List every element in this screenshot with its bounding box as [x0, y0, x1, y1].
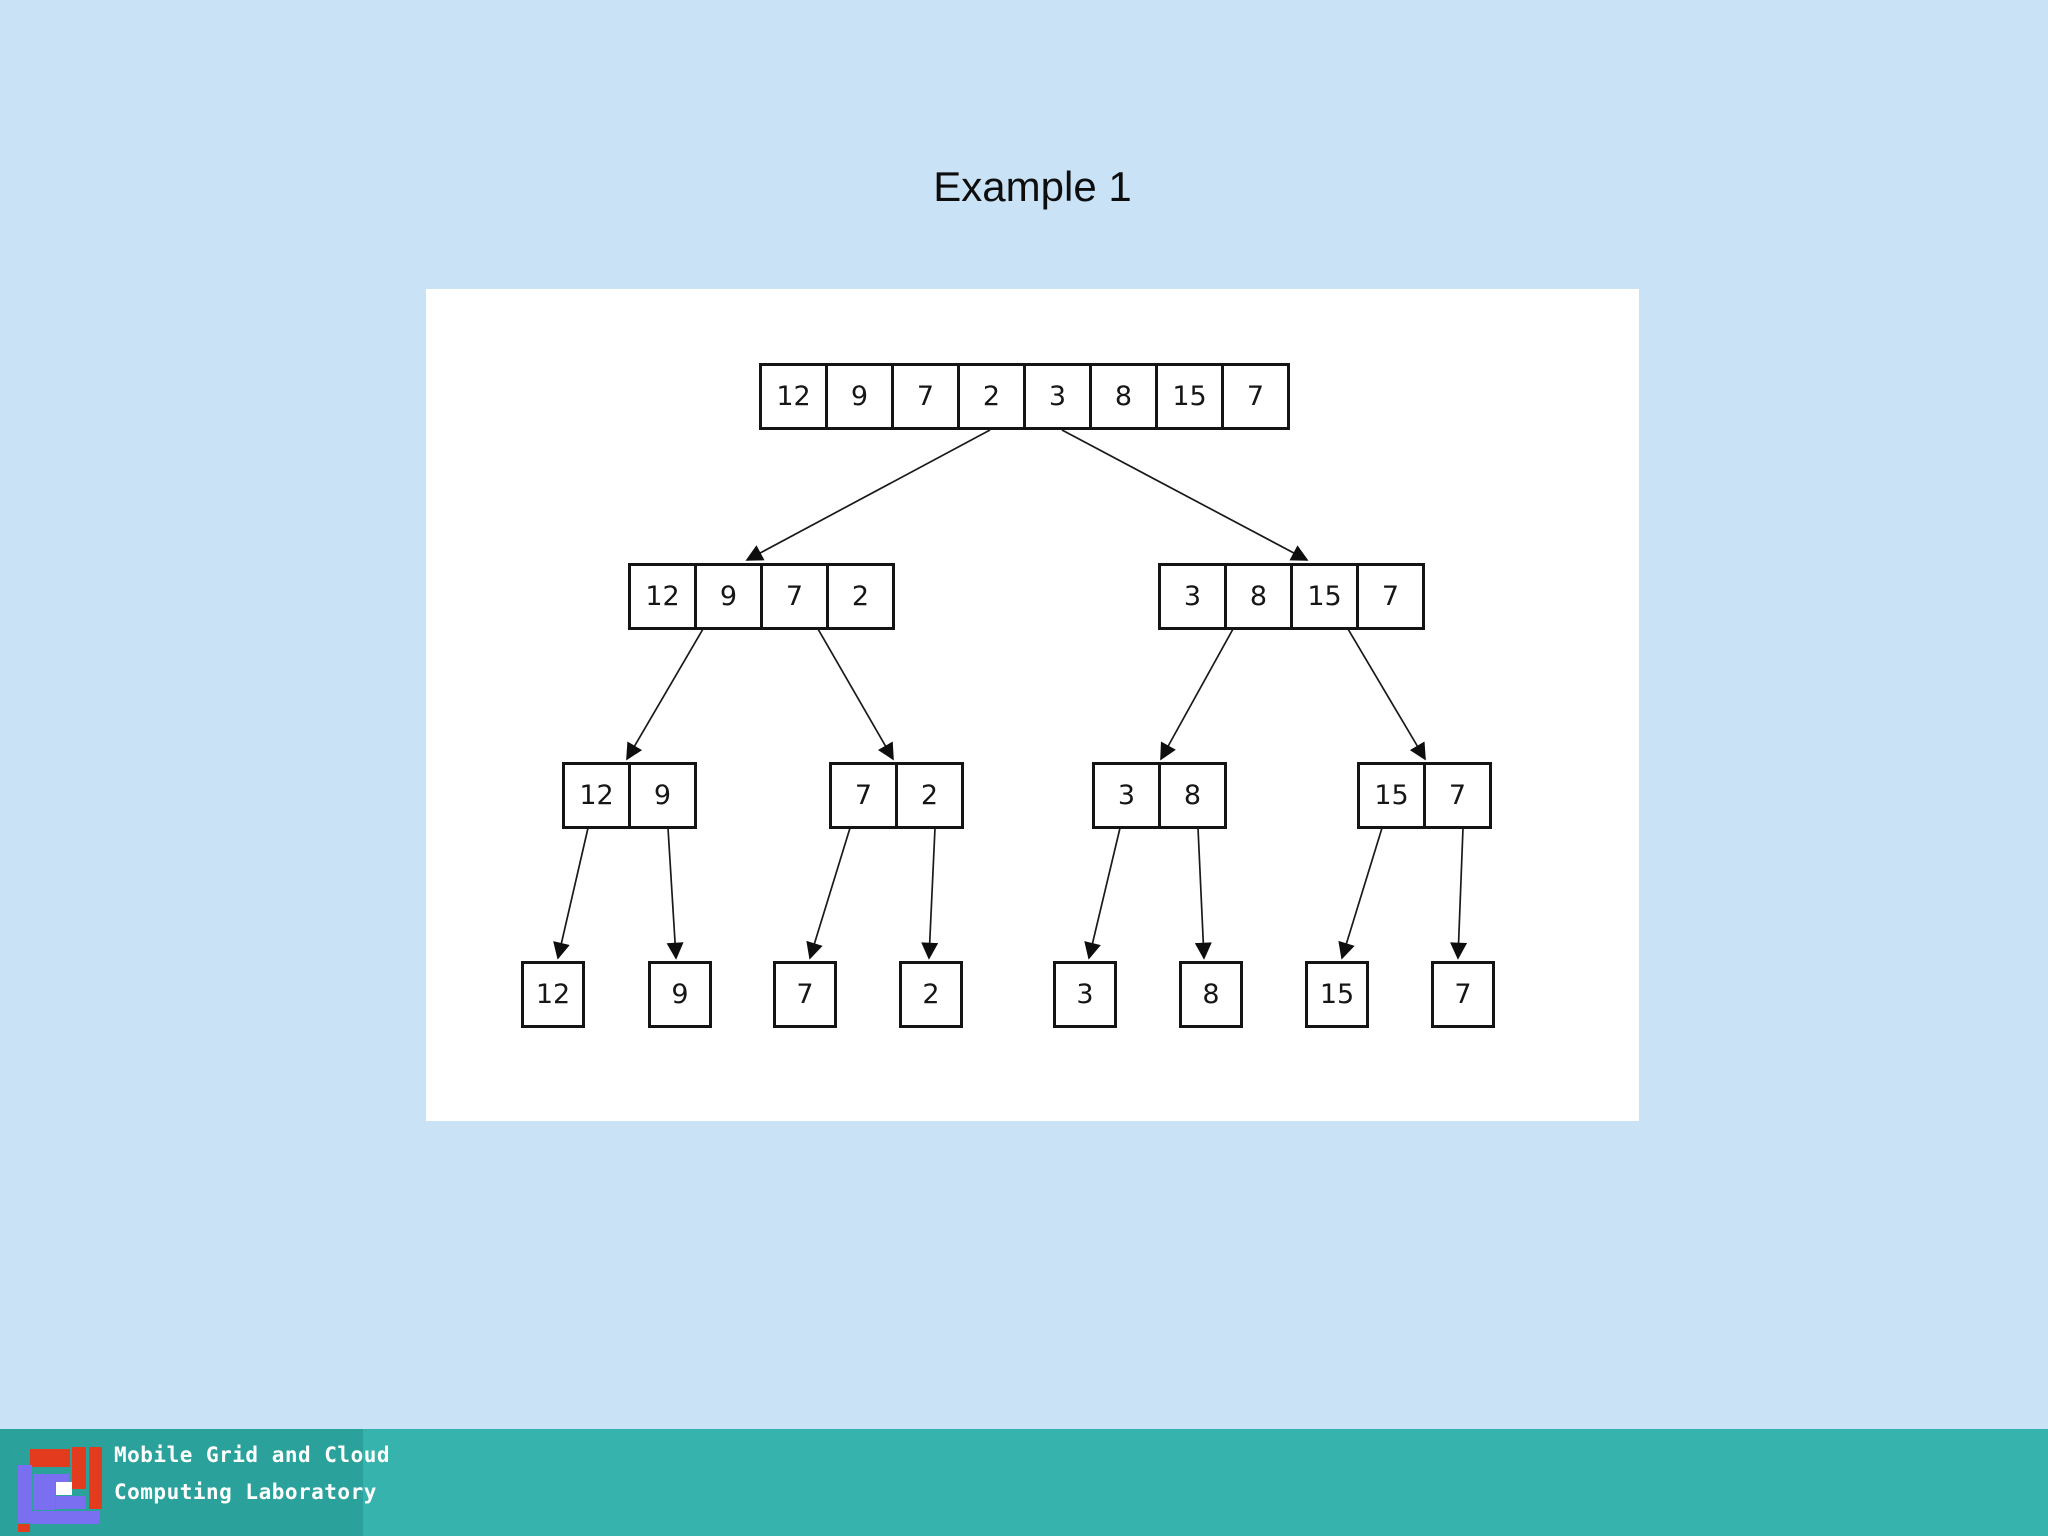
- array-cell: 3: [1117, 780, 1136, 811]
- array-level4-2: 9: [648, 961, 712, 1028]
- array-cell: 7: [854, 780, 873, 811]
- array-level3-1: 12 9: [562, 762, 697, 829]
- array-cell: 8: [1089, 366, 1155, 427]
- array-level2-right: 3 8 15 7: [1158, 563, 1425, 630]
- array-cell: 7: [1221, 366, 1287, 427]
- array-cell: 7: [1454, 979, 1472, 1010]
- slide-title: Example 1: [933, 163, 1132, 210]
- array-cell: 8: [1224, 566, 1290, 627]
- lab-logo-icon: [14, 1445, 106, 1533]
- array-level3-4: 15 7: [1357, 762, 1492, 829]
- array-cell: 2: [826, 566, 892, 627]
- array-cell: 7: [760, 566, 826, 627]
- array-level3-2: 7 2: [829, 762, 964, 829]
- array-cell: 15: [1319, 979, 1355, 1010]
- array-cell: 9: [671, 979, 689, 1010]
- array-cell: 9: [694, 566, 760, 627]
- array-cell: 2: [957, 366, 1023, 427]
- array-cell: 7: [891, 366, 957, 427]
- array-cell: 8: [1202, 979, 1220, 1010]
- diagram-panel: 12 9 7 2 3 8 15 7 12 9 7 2 3 8 15 7 12 9…: [426, 289, 1639, 1121]
- array-cell: 15: [1374, 780, 1409, 811]
- array-level1: 12 9 7 2 3 8 15 7: [759, 363, 1290, 430]
- array-level4-4: 2: [899, 961, 963, 1028]
- array-cell: 9: [825, 366, 891, 427]
- array-cell: 12: [645, 581, 680, 612]
- footer-bar-left-block: Mobile Grid and Cloud Computing Laborato…: [0, 1429, 390, 1536]
- lab-name-line1: Mobile Grid and Cloud: [114, 1443, 391, 1467]
- array-cell: 15: [1290, 566, 1356, 627]
- array-cell: 2: [895, 765, 961, 826]
- array-level4-7: 15: [1305, 961, 1369, 1028]
- array-level4-1: 12: [521, 961, 585, 1028]
- array-cell: 9: [628, 765, 694, 826]
- array-cell: 7: [796, 979, 814, 1010]
- array-level4-5: 3: [1053, 961, 1117, 1028]
- array-level4-8: 7: [1431, 961, 1495, 1028]
- array-cell: 3: [1023, 366, 1089, 427]
- array-level2-left: 12 9 7 2: [628, 563, 895, 630]
- tree-arrows: [553, 429, 1468, 960]
- array-cell: 7: [1423, 765, 1489, 826]
- array-cell: 3: [1076, 979, 1094, 1010]
- array-cell: 3: [1183, 581, 1202, 612]
- footer-bar: Mobile Grid and Cloud Computing Laborato…: [0, 1429, 2048, 1536]
- array-cell: 12: [535, 979, 571, 1010]
- array-cell: 7: [1356, 566, 1422, 627]
- array-cell: 8: [1158, 765, 1224, 826]
- array-level4-3: 7: [773, 961, 837, 1028]
- array-cell: 12: [579, 780, 614, 811]
- array-level3-3: 3 8: [1092, 762, 1227, 829]
- array-level4-6: 8: [1179, 961, 1243, 1028]
- array-cell: 15: [1155, 366, 1221, 427]
- lab-name: Mobile Grid and Cloud Computing Laborato…: [114, 1437, 390, 1511]
- array-cell: 12: [776, 381, 811, 412]
- array-cell: 2: [922, 979, 940, 1010]
- lab-name-line2: Computing Laboratory: [114, 1480, 377, 1504]
